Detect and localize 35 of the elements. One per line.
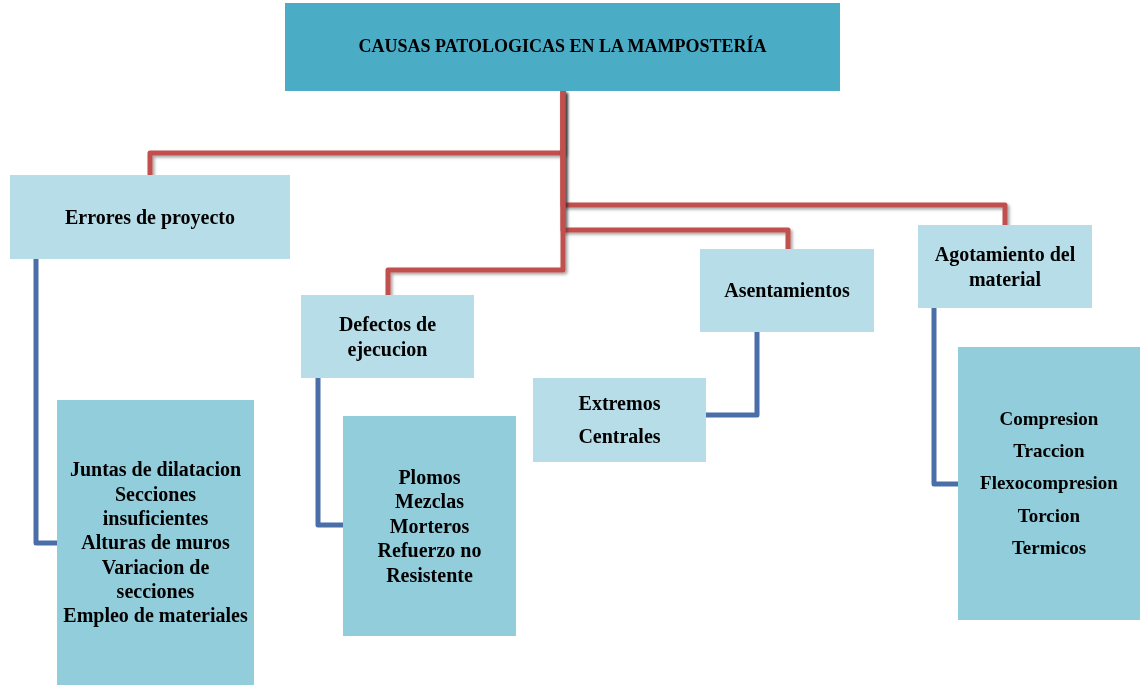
box-text: Defectos de ejecucion — [337, 312, 438, 361]
category-box — [10, 175, 290, 259]
box-text: Agotamiento del material — [933, 242, 1077, 291]
box-text: Flexocompresion — [980, 471, 1118, 496]
category-box — [301, 295, 474, 378]
box-text: Alturas de muros — [81, 530, 230, 555]
category-box — [57, 400, 254, 685]
box-text: Asentamientos — [724, 278, 850, 303]
category-box — [533, 378, 706, 462]
box-text: Refuerzo no Resistente — [376, 538, 483, 587]
box-text: Empleo de materiales — [63, 603, 248, 628]
connector-line — [706, 332, 760, 418]
box-text: Termicos — [1011, 535, 1087, 560]
box-text: Compresion — [999, 406, 1099, 431]
category-box — [958, 347, 1140, 620]
connector-line — [385, 91, 566, 295]
category-box — [285, 3, 840, 91]
box-text: Extremos — [578, 391, 661, 416]
connector-line — [33, 259, 57, 546]
box-text: Centrales — [578, 424, 661, 449]
category-box — [343, 416, 516, 636]
box-text: Variacion de secciones — [100, 554, 211, 604]
box-text: Mezclas — [395, 489, 464, 514]
box-text: Errores de proyecto — [65, 204, 235, 230]
box-text: Traccion — [1013, 439, 1085, 464]
category-box — [918, 225, 1092, 308]
category-box — [700, 249, 874, 332]
connector-line — [931, 308, 958, 487]
box-text: Secciones insuficientes — [101, 481, 210, 531]
box-text: Morteros — [389, 513, 470, 539]
box-text: Juntas de dilatacion — [69, 457, 242, 482]
box-text: Plomos — [398, 465, 461, 490]
box-text: CAUSAS PATOLOGICAS EN LA MAMPOSTERÍA — [358, 36, 767, 58]
box-text: Torcion — [1017, 503, 1081, 528]
connector-line — [315, 378, 343, 528]
